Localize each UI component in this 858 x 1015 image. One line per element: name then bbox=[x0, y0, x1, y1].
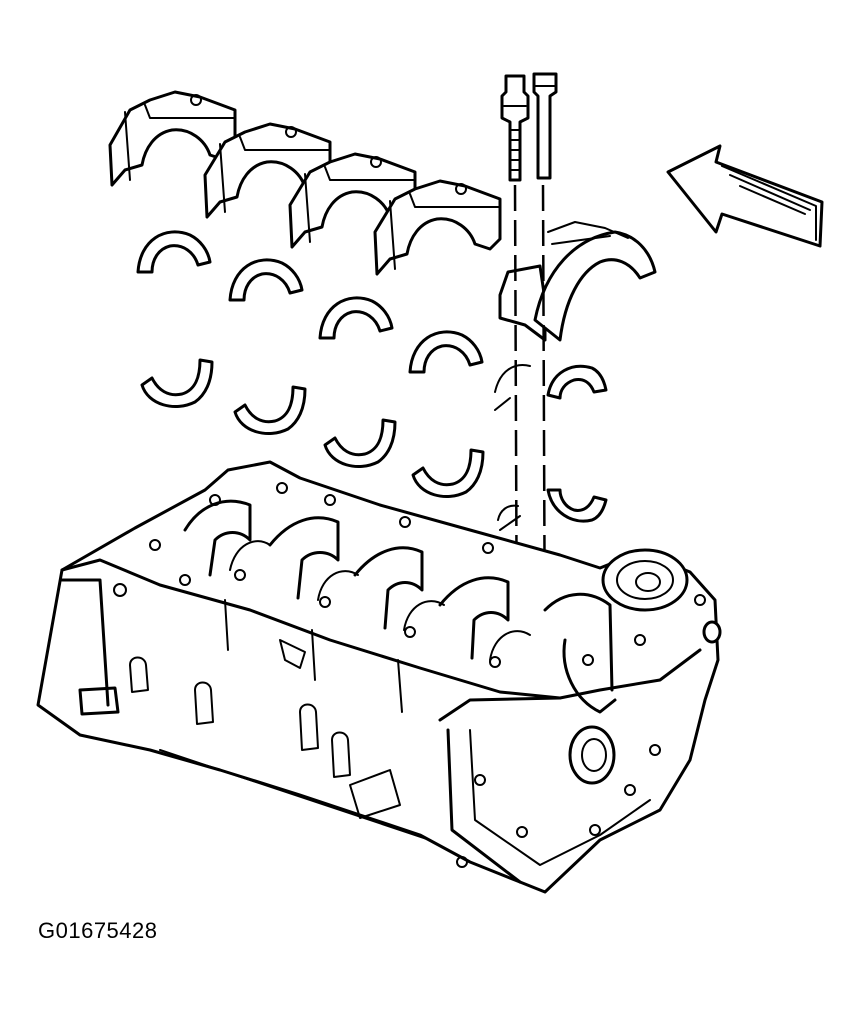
rear-upper-shell bbox=[546, 364, 608, 400]
rear-lower-shell bbox=[546, 488, 608, 523]
main-bearing-caps bbox=[108, 90, 502, 276]
upper-bearing-shell-3 bbox=[318, 296, 394, 340]
rear-main-bearing-assembly bbox=[494, 72, 657, 531]
bearing-cap-4 bbox=[373, 179, 502, 276]
bearing-cap-3 bbox=[288, 152, 417, 249]
upper-bearing-shell-2 bbox=[228, 258, 304, 302]
upper-bearing-shells bbox=[136, 230, 484, 374]
figure-id-label: G01675428 bbox=[38, 918, 158, 943]
upper-bearing-shell-4 bbox=[408, 330, 484, 374]
front-direction-arrow bbox=[666, 144, 824, 248]
lower-bearing-shell-1 bbox=[140, 358, 214, 408]
rear-main-seal bbox=[533, 230, 657, 342]
lower-bearing-shell-4 bbox=[411, 448, 485, 498]
upper-bearing-shell-1 bbox=[136, 230, 212, 274]
main-cap-bolts bbox=[500, 72, 558, 182]
lower-bearing-shell-3 bbox=[323, 418, 397, 468]
bolt-holes bbox=[113, 482, 706, 868]
lower-bearing-shell-2 bbox=[233, 385, 307, 435]
bearing-cap-1 bbox=[108, 90, 237, 187]
rear-seal-boss bbox=[601, 548, 689, 612]
bearing-cap-2 bbox=[203, 122, 332, 219]
engine-block bbox=[36, 460, 722, 894]
lower-bearing-shells bbox=[140, 358, 485, 498]
alignment-lines bbox=[513, 184, 547, 681]
